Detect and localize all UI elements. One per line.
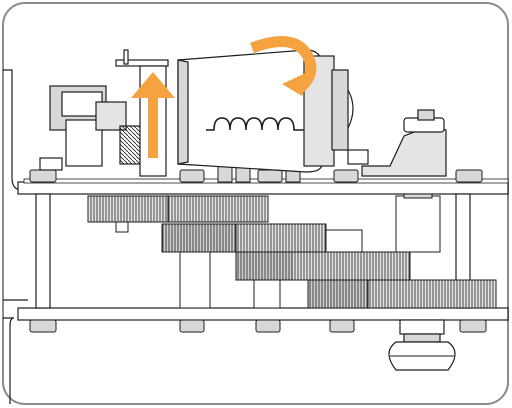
right-switch-bracket <box>347 109 447 177</box>
gear-stage-3 <box>235 251 411 281</box>
arrow-up-icon <box>131 72 175 158</box>
bottom-nuts <box>29 319 487 333</box>
left-housing <box>39 85 127 171</box>
top-nuts <box>29 165 483 183</box>
motor-winding <box>206 117 304 131</box>
gear-stage-1 <box>87 195 269 233</box>
gear-stage-4 <box>307 279 497 309</box>
gear-shafts <box>179 193 441 309</box>
gear-stage-2 <box>161 223 363 253</box>
rotate-clockwise-icon <box>250 36 317 96</box>
bottom-plate <box>17 307 509 321</box>
motor-body <box>177 49 354 173</box>
output-pulley <box>388 319 456 371</box>
